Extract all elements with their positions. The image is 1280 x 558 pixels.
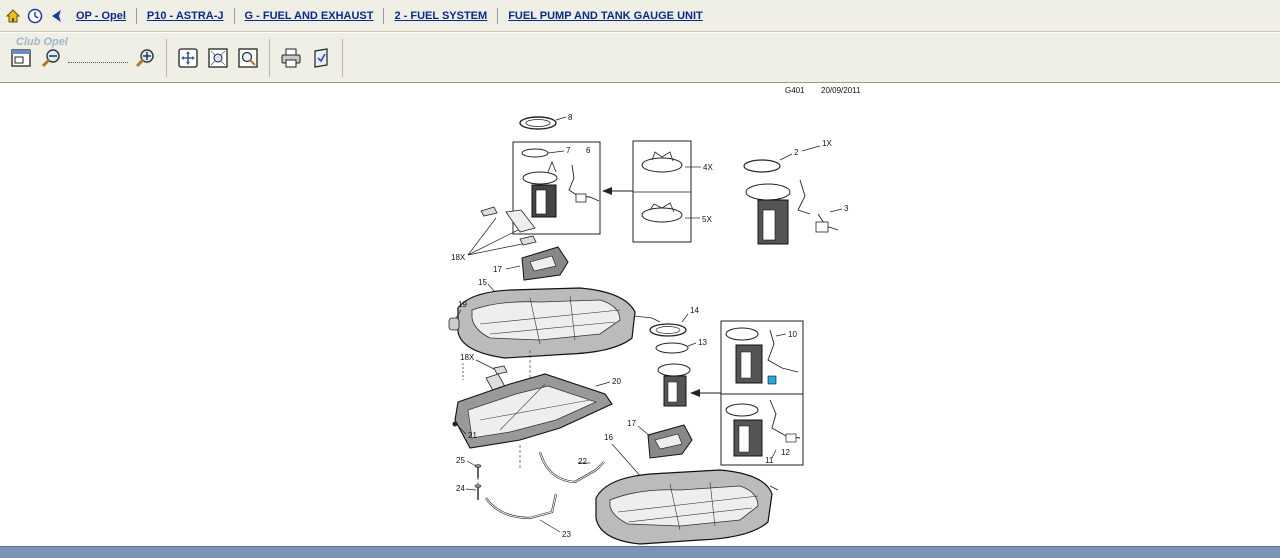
callout-21[interactable]: 21 <box>468 431 477 440</box>
callout-17-bottom[interactable]: 17 <box>627 419 636 428</box>
callout-15[interactable]: 15 <box>478 278 487 287</box>
callout-20[interactable]: 20 <box>612 377 621 386</box>
part-2-seal[interactable] <box>743 159 781 173</box>
callout-8[interactable]: 8 <box>568 113 573 122</box>
callout-5x[interactable]: 5X <box>702 215 712 224</box>
breadcrumb-item-model[interactable]: P10 - ASTRA-J <box>146 9 224 22</box>
zoom-area-icon[interactable] <box>206 46 230 70</box>
part-12-level-sender[interactable] <box>769 399 801 443</box>
part-11-pump-module[interactable] <box>725 403 763 457</box>
part-24-bolt[interactable] <box>474 484 482 501</box>
breadcrumb-separator <box>135 7 137 24</box>
callout-1x[interactable]: 1X <box>822 139 832 148</box>
zoom-in-icon[interactable] <box>133 46 157 70</box>
part-8-lock-ring[interactable] <box>519 116 557 130</box>
export-icon[interactable] <box>309 46 333 70</box>
callout-16[interactable]: 16 <box>604 433 613 442</box>
callout-19[interactable]: 19 <box>458 300 467 309</box>
watermark-logo: Club Opel <box>16 36 68 48</box>
callout-4x[interactable]: 4X <box>703 163 713 172</box>
diagram-code: G401 <box>785 86 805 95</box>
inset-box-variants <box>632 140 692 243</box>
part-25-bolt[interactable] <box>474 464 482 479</box>
part-6-level-sender[interactable] <box>568 164 600 203</box>
zoom-out-icon[interactable] <box>39 46 63 70</box>
exploded-parts-diagram: G401 20/09/2011 8 7 6 4X 5X 2 1X <box>448 86 861 545</box>
part-1x-pump-assembly[interactable] <box>745 179 811 245</box>
part-18x-clip-top[interactable] <box>480 206 537 246</box>
part-10-pump-module[interactable] <box>725 327 799 385</box>
back-arrow-icon[interactable] <box>48 7 66 25</box>
callout-11[interactable]: 11 <box>765 456 774 465</box>
breadcrumb-item-make[interactable]: OP - Opel <box>76 9 126 22</box>
breadcrumb-item-group[interactable]: G - FUEL AND EXHAUST <box>244 9 374 22</box>
callout-10[interactable]: 10 <box>788 330 797 339</box>
home-icon[interactable] <box>4 7 22 25</box>
variant-5x-flange[interactable] <box>641 202 683 223</box>
part-21-bolt[interactable] <box>452 421 458 427</box>
status-bar <box>0 546 1280 558</box>
callout-12[interactable]: 12 <box>781 448 790 457</box>
breadcrumb-separator <box>497 7 499 24</box>
clock-icon[interactable] <box>26 7 44 25</box>
window-icon[interactable] <box>9 46 33 70</box>
breadcrumb-item-section[interactable]: FUEL PUMP AND TANK GAUGE UNIT <box>508 9 703 22</box>
callout-25[interactable]: 25 <box>456 456 465 465</box>
callout-24[interactable]: 24 <box>456 484 465 493</box>
fit-page-icon[interactable] <box>176 46 200 70</box>
zoom-slider[interactable] <box>68 53 128 63</box>
callout-2[interactable]: 2 <box>794 148 799 157</box>
diagram-date: 20/09/2011 <box>821 86 861 95</box>
callout-13[interactable]: 13 <box>698 338 707 347</box>
part-pump-module-center[interactable] <box>657 363 691 407</box>
part-13-seal[interactable] <box>655 342 689 354</box>
part-3-level-sender[interactable] <box>815 213 839 233</box>
callout-18x-top[interactable]: 18X <box>451 253 466 262</box>
toolbar-group-fit <box>167 38 270 77</box>
callout-7[interactable]: 7 <box>566 146 571 155</box>
callout-3[interactable]: 3 <box>844 204 849 213</box>
part-22-tank-strap[interactable] <box>538 451 605 484</box>
callout-6[interactable]: 6 <box>586 146 591 155</box>
toolbar-group-output <box>270 38 343 77</box>
part-19-cap[interactable] <box>448 317 460 331</box>
callout-23[interactable]: 23 <box>562 530 571 539</box>
part-16-fuel-tank[interactable] <box>595 469 779 545</box>
callout-14[interactable]: 14 <box>690 306 699 315</box>
toolbar-group-view <box>0 38 167 77</box>
print-icon[interactable] <box>279 46 303 70</box>
callout-17-top[interactable]: 17 <box>493 265 502 274</box>
magnifier-icon[interactable] <box>236 46 260 70</box>
callout-22[interactable]: 22 <box>578 457 587 466</box>
callout-18x-mid[interactable]: 18X <box>460 353 475 362</box>
variant-4x-flange[interactable] <box>641 151 683 173</box>
breadcrumb-separator <box>233 7 235 24</box>
breadcrumb-item-subgroup[interactable]: 2 - FUEL SYSTEM <box>394 9 488 22</box>
breadcrumb: OP - Opel P10 - ASTRA-J G - FUEL AND EXH… <box>0 0 1280 32</box>
part-7-pump-module[interactable] <box>522 160 558 218</box>
toolbar <box>0 33 1280 83</box>
part-17-heat-shield-bottom[interactable] <box>647 424 693 459</box>
part-23-tank-strap[interactable] <box>485 493 558 520</box>
diagram-canvas[interactable]: G401 20/09/2011 8 7 6 4X 5X 2 1X <box>0 84 1280 546</box>
breadcrumb-separator <box>383 7 385 24</box>
part-14-lock-ring[interactable] <box>649 323 687 337</box>
part-20-tank-shield[interactable] <box>454 373 613 449</box>
part-17-heat-shield-top[interactable] <box>521 246 569 281</box>
part-15-fuel-tank[interactable] <box>457 287 661 359</box>
